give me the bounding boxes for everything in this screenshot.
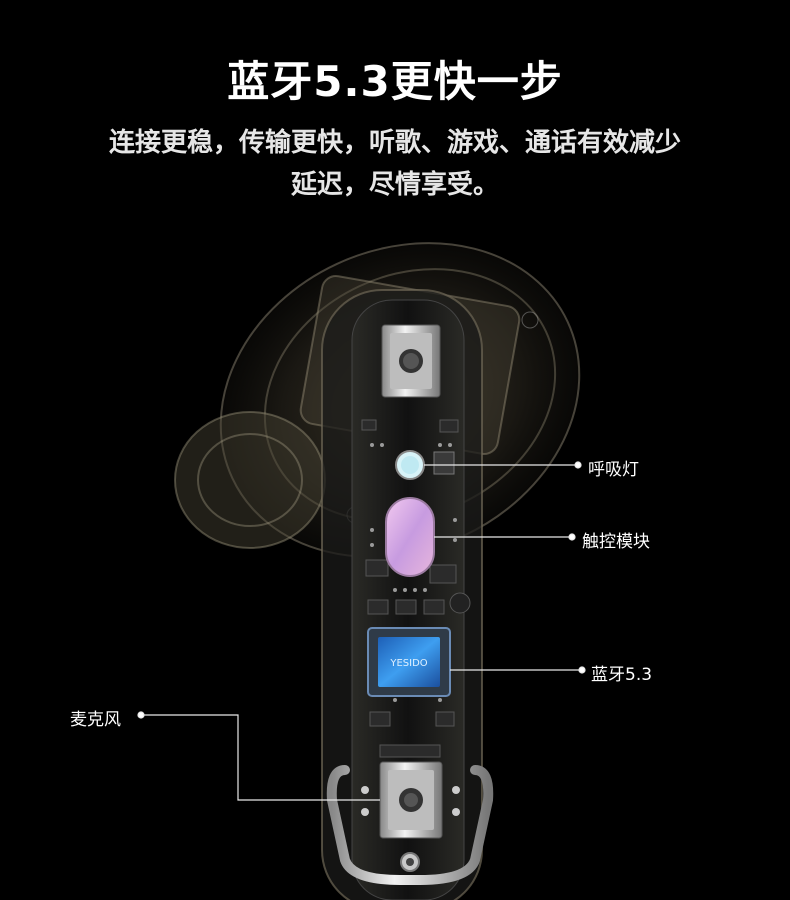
callout-dot-microphone xyxy=(137,711,145,719)
callout-lines xyxy=(137,461,586,801)
microphone-module xyxy=(326,761,494,885)
pcb-board xyxy=(361,419,471,758)
callout-dot-bluetooth xyxy=(578,666,586,674)
page-title: 蓝牙5.3更快一步 xyxy=(227,57,563,106)
page-subtitle: 连接更稳，传输更快，听歌、游戏、通话有效减少 延迟，尽情享受。 xyxy=(60,122,730,206)
touch-module xyxy=(385,497,435,577)
chip-marking: YESIDO xyxy=(389,658,427,669)
label-touch-module: 触控模块 xyxy=(582,532,650,552)
callout-dot-touch xyxy=(568,533,576,541)
subtitle-line-2: 延迟，尽情享受。 xyxy=(290,170,499,200)
bluetooth-chip: YESIDO xyxy=(367,627,451,697)
subtitle-line-1: 连接更稳，传输更快，听歌、游戏、通话有效减少 xyxy=(108,128,681,158)
label-bluetooth-chip: 蓝牙5.3 xyxy=(591,665,653,685)
label-breathing-light: 呼吸灯 xyxy=(588,460,639,480)
callout-line-microphone xyxy=(141,714,380,801)
pcb-components xyxy=(370,443,457,702)
breathing-light xyxy=(395,450,455,480)
label-microphone: 麦克风 xyxy=(70,710,121,730)
callout-dot-breathing xyxy=(574,461,582,469)
top-contact-module xyxy=(381,324,441,398)
